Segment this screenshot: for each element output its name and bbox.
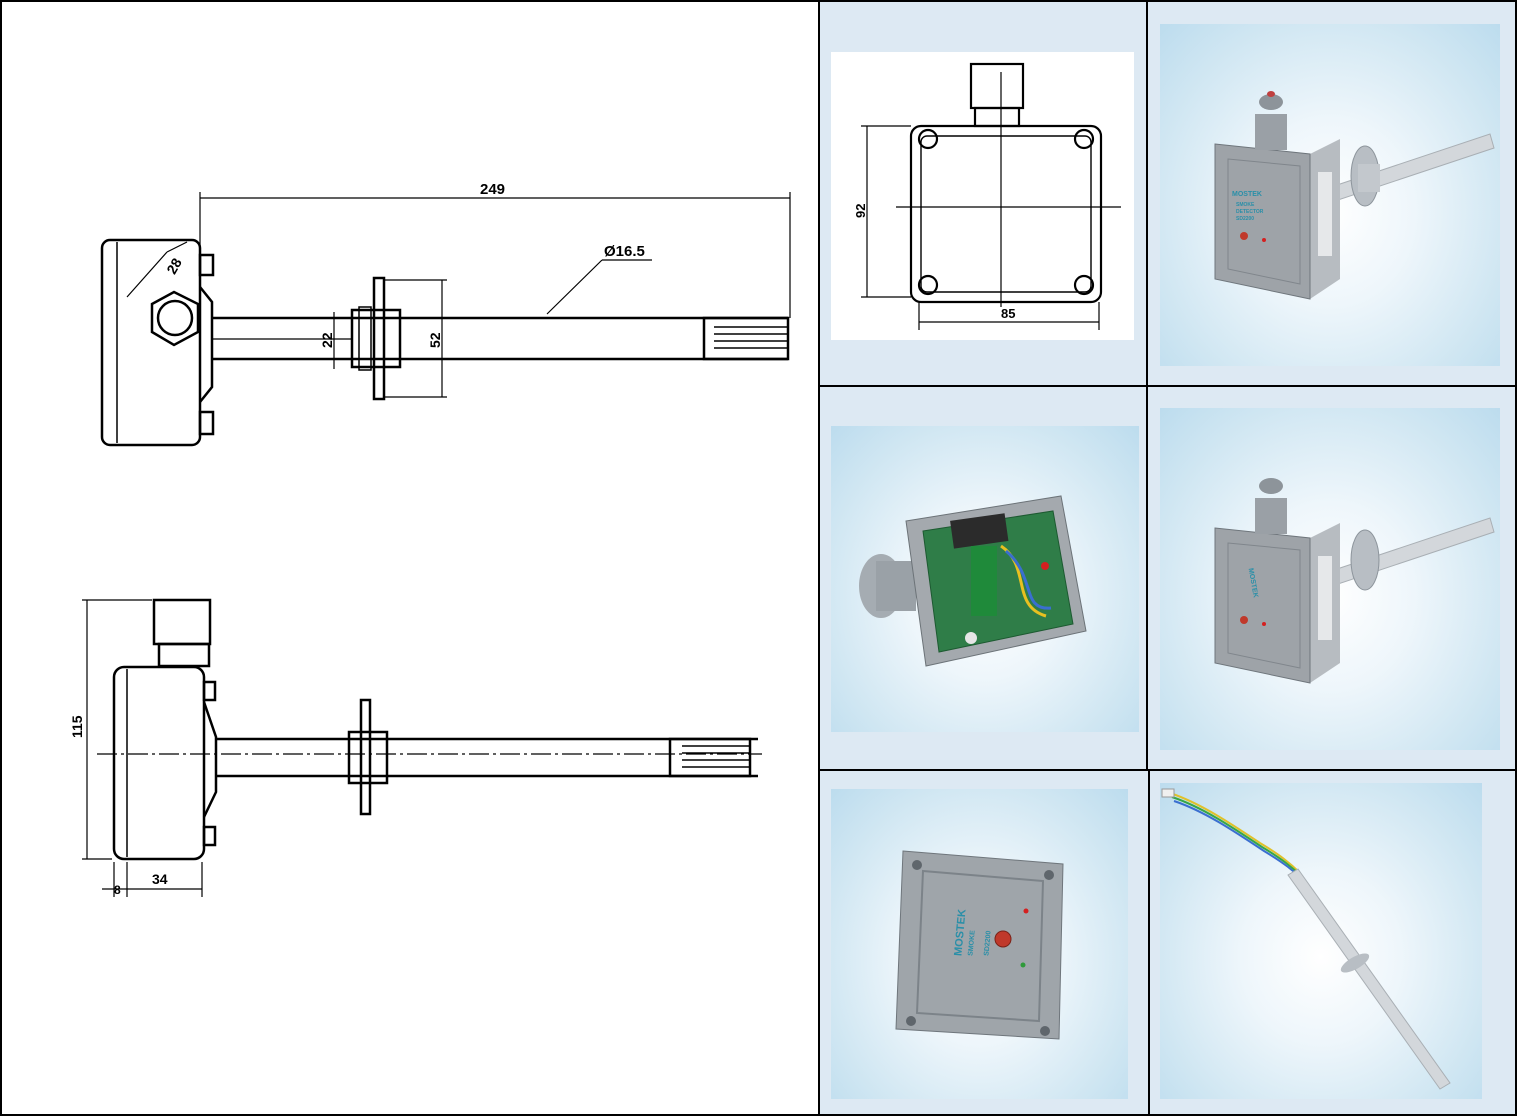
dim-fitting-diameter-label: 22 [319,332,335,348]
probe-cable-photo [1160,783,1482,1099]
hex-fitting [150,290,200,347]
dim-hex-label: 28 [163,255,185,277]
dim-depth-label: 34 [152,871,168,887]
dim-height-label: 115 [69,715,85,738]
label-model: SD2200 [1236,216,1254,222]
dim-offset-label: 8 [114,883,121,897]
brand-label: MOSTEK [1232,191,1262,198]
detector-photo-1: MOSTEK SMOKE DETECTOR SD2200 [1160,24,1500,366]
technical-drawing-panel: 249 Ø16.5 28 22 52 115 34 8 [2,2,818,1114]
enclosure-front-drawing: 92 85 [831,52,1134,340]
dim-flange-diameter-label: 52 [427,332,443,348]
flange-side-view [359,698,372,816]
label-line1-3: SMOKE [967,930,976,957]
label-model-3: SD2200 [983,930,992,956]
label-line1: SMOKE [1236,202,1255,208]
flange-top-view [372,276,386,401]
label-line2: DETECTOR [1236,209,1264,215]
dimension-drawing: 249 Ø16.5 28 22 52 115 34 8 [69,181,791,897]
dim-probe-diameter-label: Ø16.5 [604,243,645,260]
detector-photo-2: MOSTEK [1160,408,1500,750]
dim-box-height-label: 92 [853,204,868,218]
brand-label-3: MOSTEK [952,909,968,957]
front-panel-photo: MOSTEK SMOKE SD2200 [831,789,1128,1099]
pcb-photo [831,426,1139,732]
dim-box-width-label: 85 [1001,306,1015,321]
dim-length-label: 249 [480,181,505,198]
housing-top-view [100,238,202,447]
